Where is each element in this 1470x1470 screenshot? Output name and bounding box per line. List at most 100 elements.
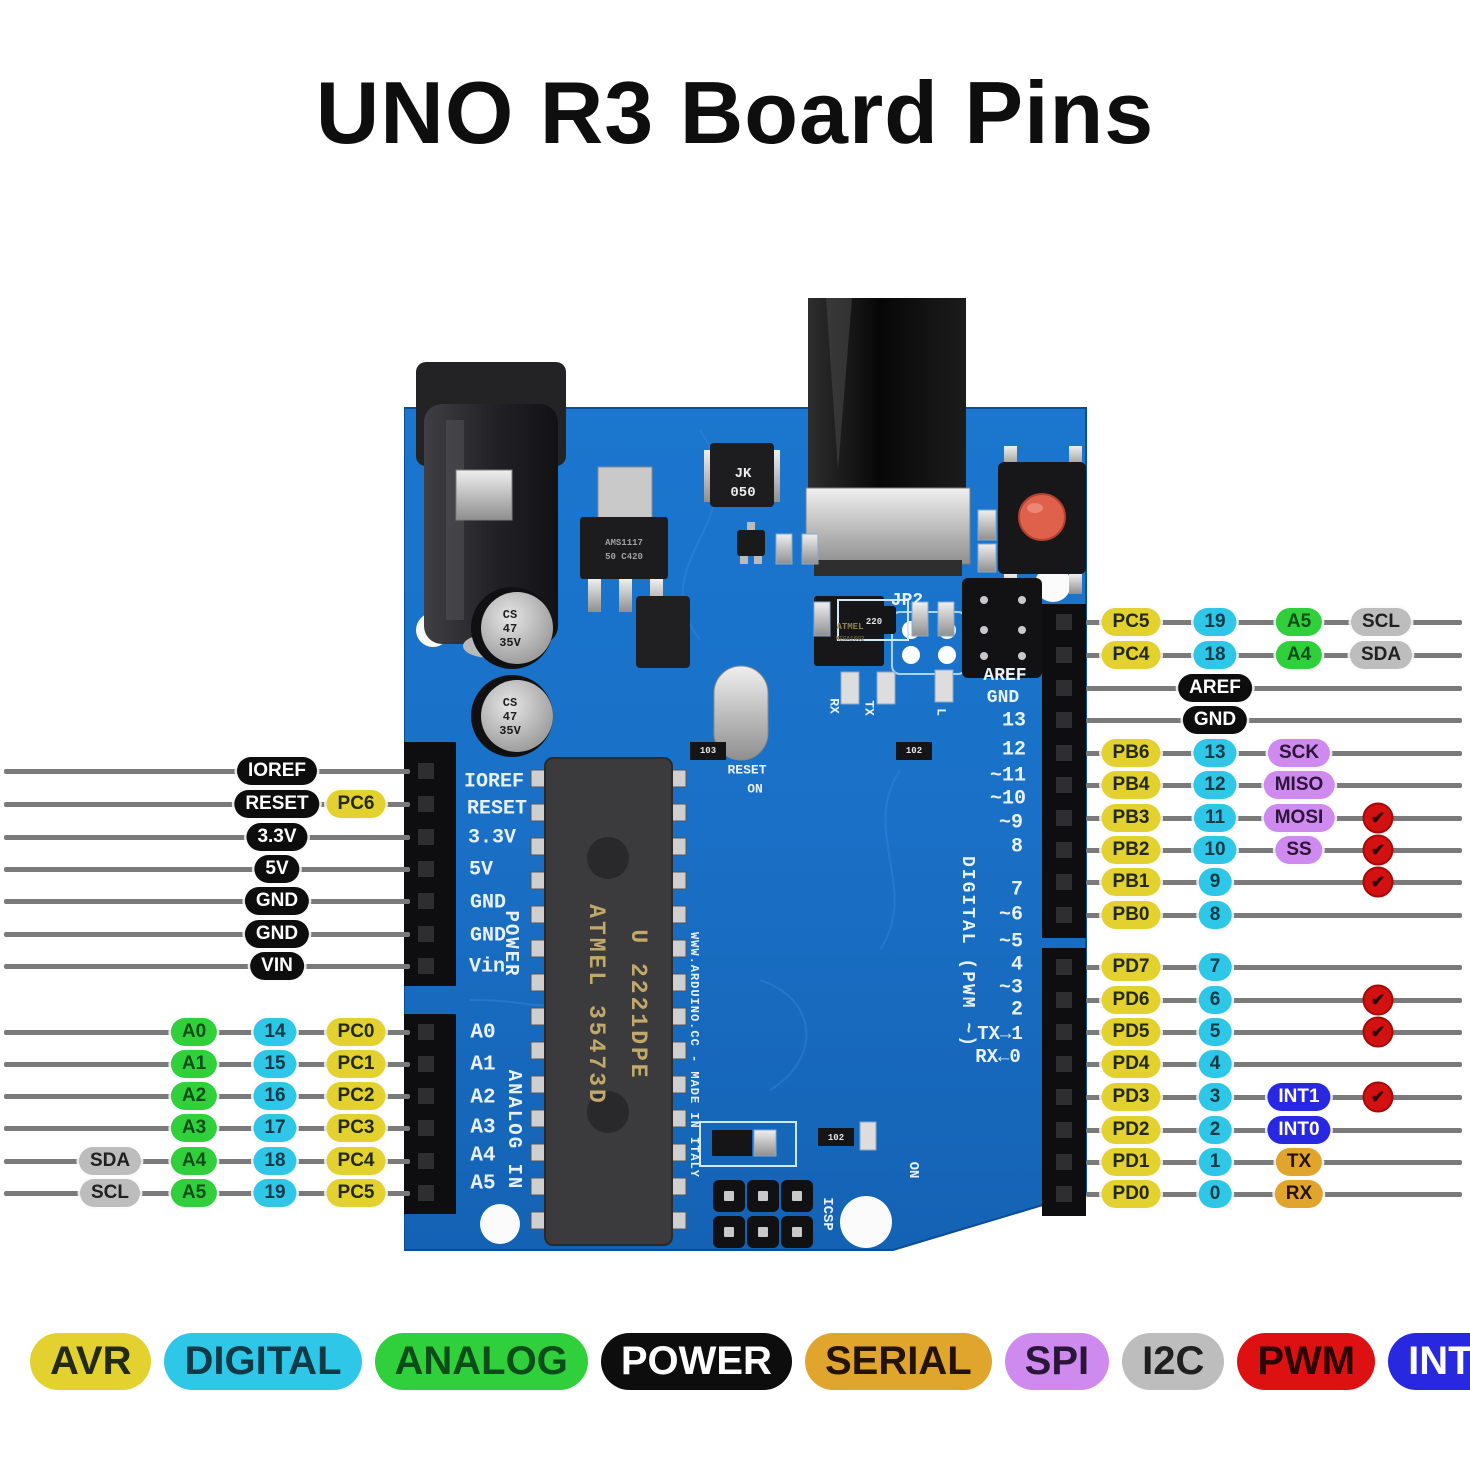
pin-badge: SCK: [1267, 739, 1331, 767]
svg-text:ON: ON: [905, 1162, 921, 1179]
pin-badge: A4: [1275, 641, 1323, 669]
pin-wire: [1086, 1030, 1462, 1035]
pin-badge: PD4: [1101, 1050, 1161, 1078]
svg-text:050: 050: [730, 485, 755, 501]
svg-text:A1: A1: [470, 1054, 495, 1077]
pin-wire: [4, 964, 410, 969]
pin-badge: MISO: [1263, 771, 1335, 799]
svg-text:8: 8: [1011, 836, 1023, 859]
header-sockets: [418, 614, 1072, 1202]
pin-badge: PB1: [1101, 868, 1161, 896]
smd-components: [690, 509, 997, 1167]
svg-text:103: 103: [700, 746, 716, 756]
pwm-check-icon: ✔: [1362, 834, 1394, 866]
svg-text:MEGA16U2: MEGA16U2: [836, 636, 865, 643]
pin-badge: 12: [1193, 771, 1237, 799]
pin-wire: [4, 899, 410, 904]
pin-badge: A0: [170, 1018, 218, 1046]
svg-text:~10: ~10: [990, 788, 1026, 811]
pin-wire: [4, 932, 410, 937]
pin-badge: PD6: [1101, 986, 1161, 1014]
legend-item-analog: ANALOG: [374, 1333, 588, 1390]
pin-badge: SCL: [80, 1179, 140, 1207]
svg-text:~9: ~9: [999, 812, 1023, 835]
pin-wire: [1086, 653, 1462, 658]
svg-text:A0: A0: [470, 1022, 495, 1045]
pin-badge: 2: [1198, 1116, 1232, 1144]
pin-badge: IOREF: [236, 757, 318, 785]
pin-wire: [1086, 965, 1462, 970]
pin-badge: TX: [1275, 1148, 1323, 1176]
pin-badge: GND: [1182, 706, 1248, 734]
pin-wire: [4, 769, 410, 774]
pin-badge: 18: [1193, 641, 1237, 669]
svg-text:CS: CS: [503, 696, 517, 710]
pin-wire: [1086, 1062, 1462, 1067]
pin-wire: [1086, 718, 1462, 723]
pin-badge: 6: [1198, 986, 1232, 1014]
pwm-check-icon: ✔: [1362, 866, 1394, 898]
pin-badge: 15: [253, 1050, 297, 1078]
pin-badge: PD5: [1101, 1018, 1161, 1046]
pin-badge: 9: [1198, 868, 1232, 896]
pin-badge: 5: [1198, 1018, 1232, 1046]
svg-text:IOREF: IOREF: [464, 771, 524, 794]
pin-badge: 1: [1198, 1148, 1232, 1176]
pin-badge: SDA: [78, 1147, 142, 1175]
pin-badge: 3: [1198, 1083, 1232, 1111]
pin-badge: SS: [1275, 836, 1323, 864]
legend-item-interrupt: INTERRUPT: [1388, 1333, 1470, 1390]
pin-wire: [4, 835, 410, 840]
svg-text:RESET: RESET: [467, 798, 527, 821]
legend: AVRDIGITALANALOGPOWERSERIALSPII2CPWMINTE…: [30, 1333, 1470, 1390]
pin-badge: 0: [1198, 1180, 1232, 1208]
svg-text:TX→1: TX→1: [977, 1023, 1023, 1045]
pin-badge: A5: [170, 1179, 218, 1207]
legend-item-serial: SERIAL: [804, 1333, 992, 1390]
pin-badge: 19: [253, 1179, 297, 1207]
pin-badge: PC5: [326, 1179, 386, 1207]
svg-text:RX: RX: [827, 698, 842, 714]
capacitors: [471, 587, 553, 757]
pin-badge: PD7: [1101, 953, 1161, 981]
pin-badge: PB3: [1101, 804, 1161, 832]
usb-connector: [805, 298, 971, 576]
pin-badge: 4: [1198, 1050, 1232, 1078]
pin-badge: A1: [170, 1050, 218, 1078]
svg-text:A3: A3: [470, 1117, 495, 1140]
svg-text:Vin: Vin: [469, 956, 505, 979]
svg-text:ATMEL: ATMEL: [836, 622, 863, 632]
legend-item-power: POWER: [600, 1333, 792, 1390]
pin-badge: MOSI: [1263, 804, 1335, 832]
svg-text:3.3V: 3.3V: [468, 827, 516, 850]
svg-text:ANALOG IN: ANALOG IN: [503, 1070, 525, 1191]
pin-badge: PC4: [326, 1147, 386, 1175]
legend-item-i2c: I2C: [1122, 1333, 1225, 1390]
pin-badge: 13: [1193, 739, 1237, 767]
svg-text:~6: ~6: [999, 904, 1023, 927]
mounting-holes: [416, 566, 1071, 1248]
board-silkscreen: IOREFRESET3.3V5VGNDGNDVinPOWERA0A1A2A3A4…: [464, 466, 1027, 1231]
svg-text:4: 4: [1011, 954, 1023, 977]
svg-text:RESET: RESET: [727, 763, 766, 778]
pin-badge: A5: [1275, 608, 1323, 636]
svg-text:CS: CS: [503, 608, 517, 622]
svg-text:AREF: AREF: [983, 666, 1026, 686]
svg-text:~3: ~3: [999, 977, 1023, 1000]
pin-wire: [1086, 880, 1462, 885]
pin-badge: PD1: [1101, 1148, 1161, 1176]
svg-text:GND: GND: [987, 688, 1020, 708]
pin-badge: PC0: [326, 1018, 386, 1046]
svg-text:2: 2: [1011, 999, 1023, 1022]
svg-text:POWER: POWER: [500, 910, 522, 977]
pin-wire: [1086, 686, 1462, 691]
pin-badge: PB0: [1101, 901, 1161, 929]
svg-text:102: 102: [906, 746, 922, 756]
pin-badge: 17: [253, 1114, 297, 1142]
svg-text:AMS1117: AMS1117: [605, 538, 643, 548]
svg-text:U 2221DPE: U 2221DPE: [625, 929, 651, 1080]
svg-text:WWW.ARDUINO.CC - MADE IN ITALY: WWW.ARDUINO.CC - MADE IN ITALY: [687, 932, 701, 1178]
svg-text:220: 220: [866, 617, 882, 627]
svg-text:13: 13: [1002, 710, 1026, 733]
